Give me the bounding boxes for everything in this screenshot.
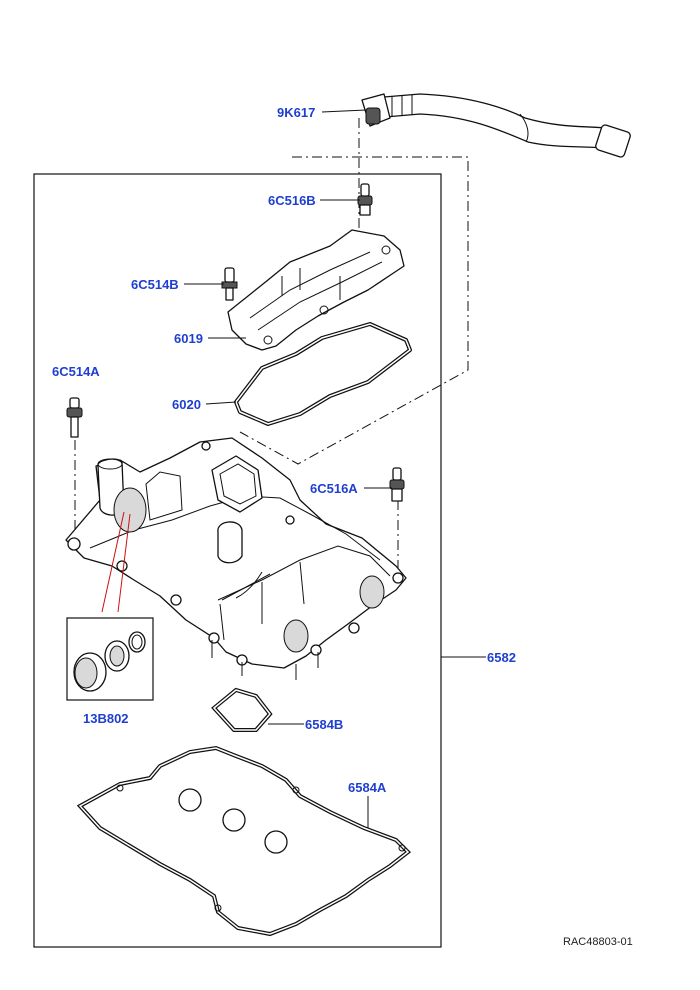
stud-6c514a [66, 397, 83, 438]
label-6582: 6582 [487, 650, 516, 665]
phantom-lines [74, 118, 469, 578]
label-13b802: 13B802 [83, 711, 129, 726]
assembly-frame [33, 173, 442, 948]
label-6c516b: 6C516B [268, 193, 316, 208]
label-6c516a: 6C516A [310, 481, 358, 496]
leader-lines [184, 109, 486, 828]
reference-code: RAC48803-01 [563, 936, 633, 948]
stud-6c514b [221, 267, 238, 301]
part-labels: 9K617 6C516B 6C514B 6019 6C514A 6020 6C5… [52, 105, 516, 795]
cam-cover-6582 [65, 437, 407, 680]
breather-hose [361, 93, 631, 158]
label-6020: 6020 [172, 397, 201, 412]
label-6c514b: 6C514B [131, 277, 179, 292]
label-6c514a: 6C514A [52, 364, 100, 379]
label-6019: 6019 [174, 331, 203, 346]
baffle-gasket-6020 [234, 322, 412, 426]
sensor-6c516b [357, 183, 373, 216]
label-6584a: 6584A [348, 780, 387, 795]
oil-filler-kit-13b802 [66, 617, 154, 701]
cover-gasket-6584a [76, 745, 412, 937]
cover-bolts [67, 441, 404, 666]
label-6584b: 6584B [305, 717, 343, 732]
filler-seal-6584b [211, 687, 273, 732]
oil-filler-kit-box [66, 617, 154, 701]
label-9k617: 9K617 [277, 105, 315, 120]
baffle-plate-6019 [227, 229, 405, 351]
sensor-6c516a [389, 467, 405, 502]
oil-filler-callout [101, 511, 131, 613]
